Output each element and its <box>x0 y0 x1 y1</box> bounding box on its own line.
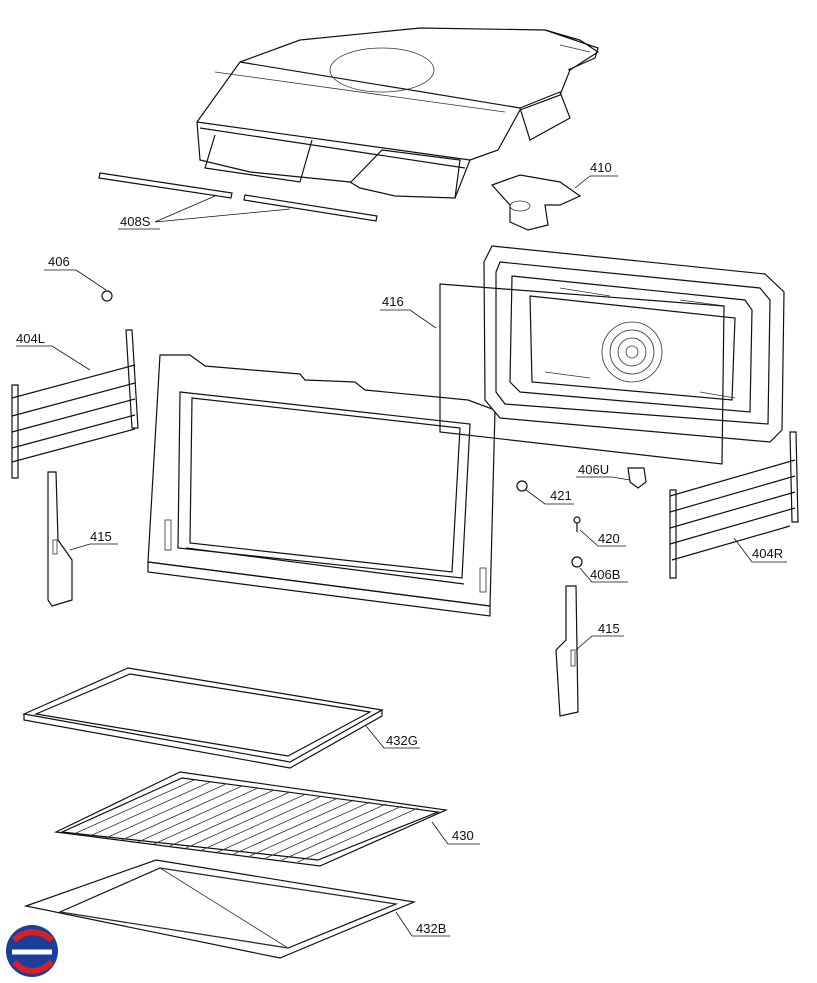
label-415-left: 415 <box>90 529 112 544</box>
label-415-right: 415 <box>598 621 620 636</box>
side-rack-404r <box>669 431 799 579</box>
part-421 <box>516 480 528 492</box>
oven-back-panel <box>483 245 785 443</box>
label-410: 410 <box>590 160 612 175</box>
label-421: 421 <box>550 488 572 503</box>
rail-408s-left <box>98 172 378 222</box>
side-rack-404l <box>11 329 139 479</box>
label-404l: 404L <box>16 331 45 346</box>
label-404r: 404R <box>752 546 783 561</box>
deep-tray-432b <box>23 859 417 959</box>
label-408s: 408S <box>120 214 151 229</box>
label-406: 406 <box>48 254 70 269</box>
part-406b <box>571 556 583 568</box>
part-406-ring <box>101 290 113 302</box>
hinge-bracket-415-left <box>47 471 73 607</box>
part-406u <box>627 467 647 489</box>
brand-logo <box>6 925 58 977</box>
front-frame <box>147 354 496 617</box>
label-432g: 432G <box>386 733 418 748</box>
seal-416 <box>439 283 725 465</box>
part-420-screw <box>573 516 581 532</box>
wire-rack-430 <box>53 771 449 867</box>
label-406u: 406U <box>578 462 609 477</box>
label-416: 416 <box>382 294 404 309</box>
baking-tray-432g <box>21 667 384 769</box>
part-410 <box>490 174 582 231</box>
label-430: 430 <box>452 828 474 843</box>
label-432b: 432B <box>416 921 446 936</box>
label-420: 420 <box>598 531 620 546</box>
label-406b: 406B <box>590 567 620 582</box>
hinge-bracket-415-right <box>555 585 579 717</box>
top-cover-part <box>196 27 600 199</box>
